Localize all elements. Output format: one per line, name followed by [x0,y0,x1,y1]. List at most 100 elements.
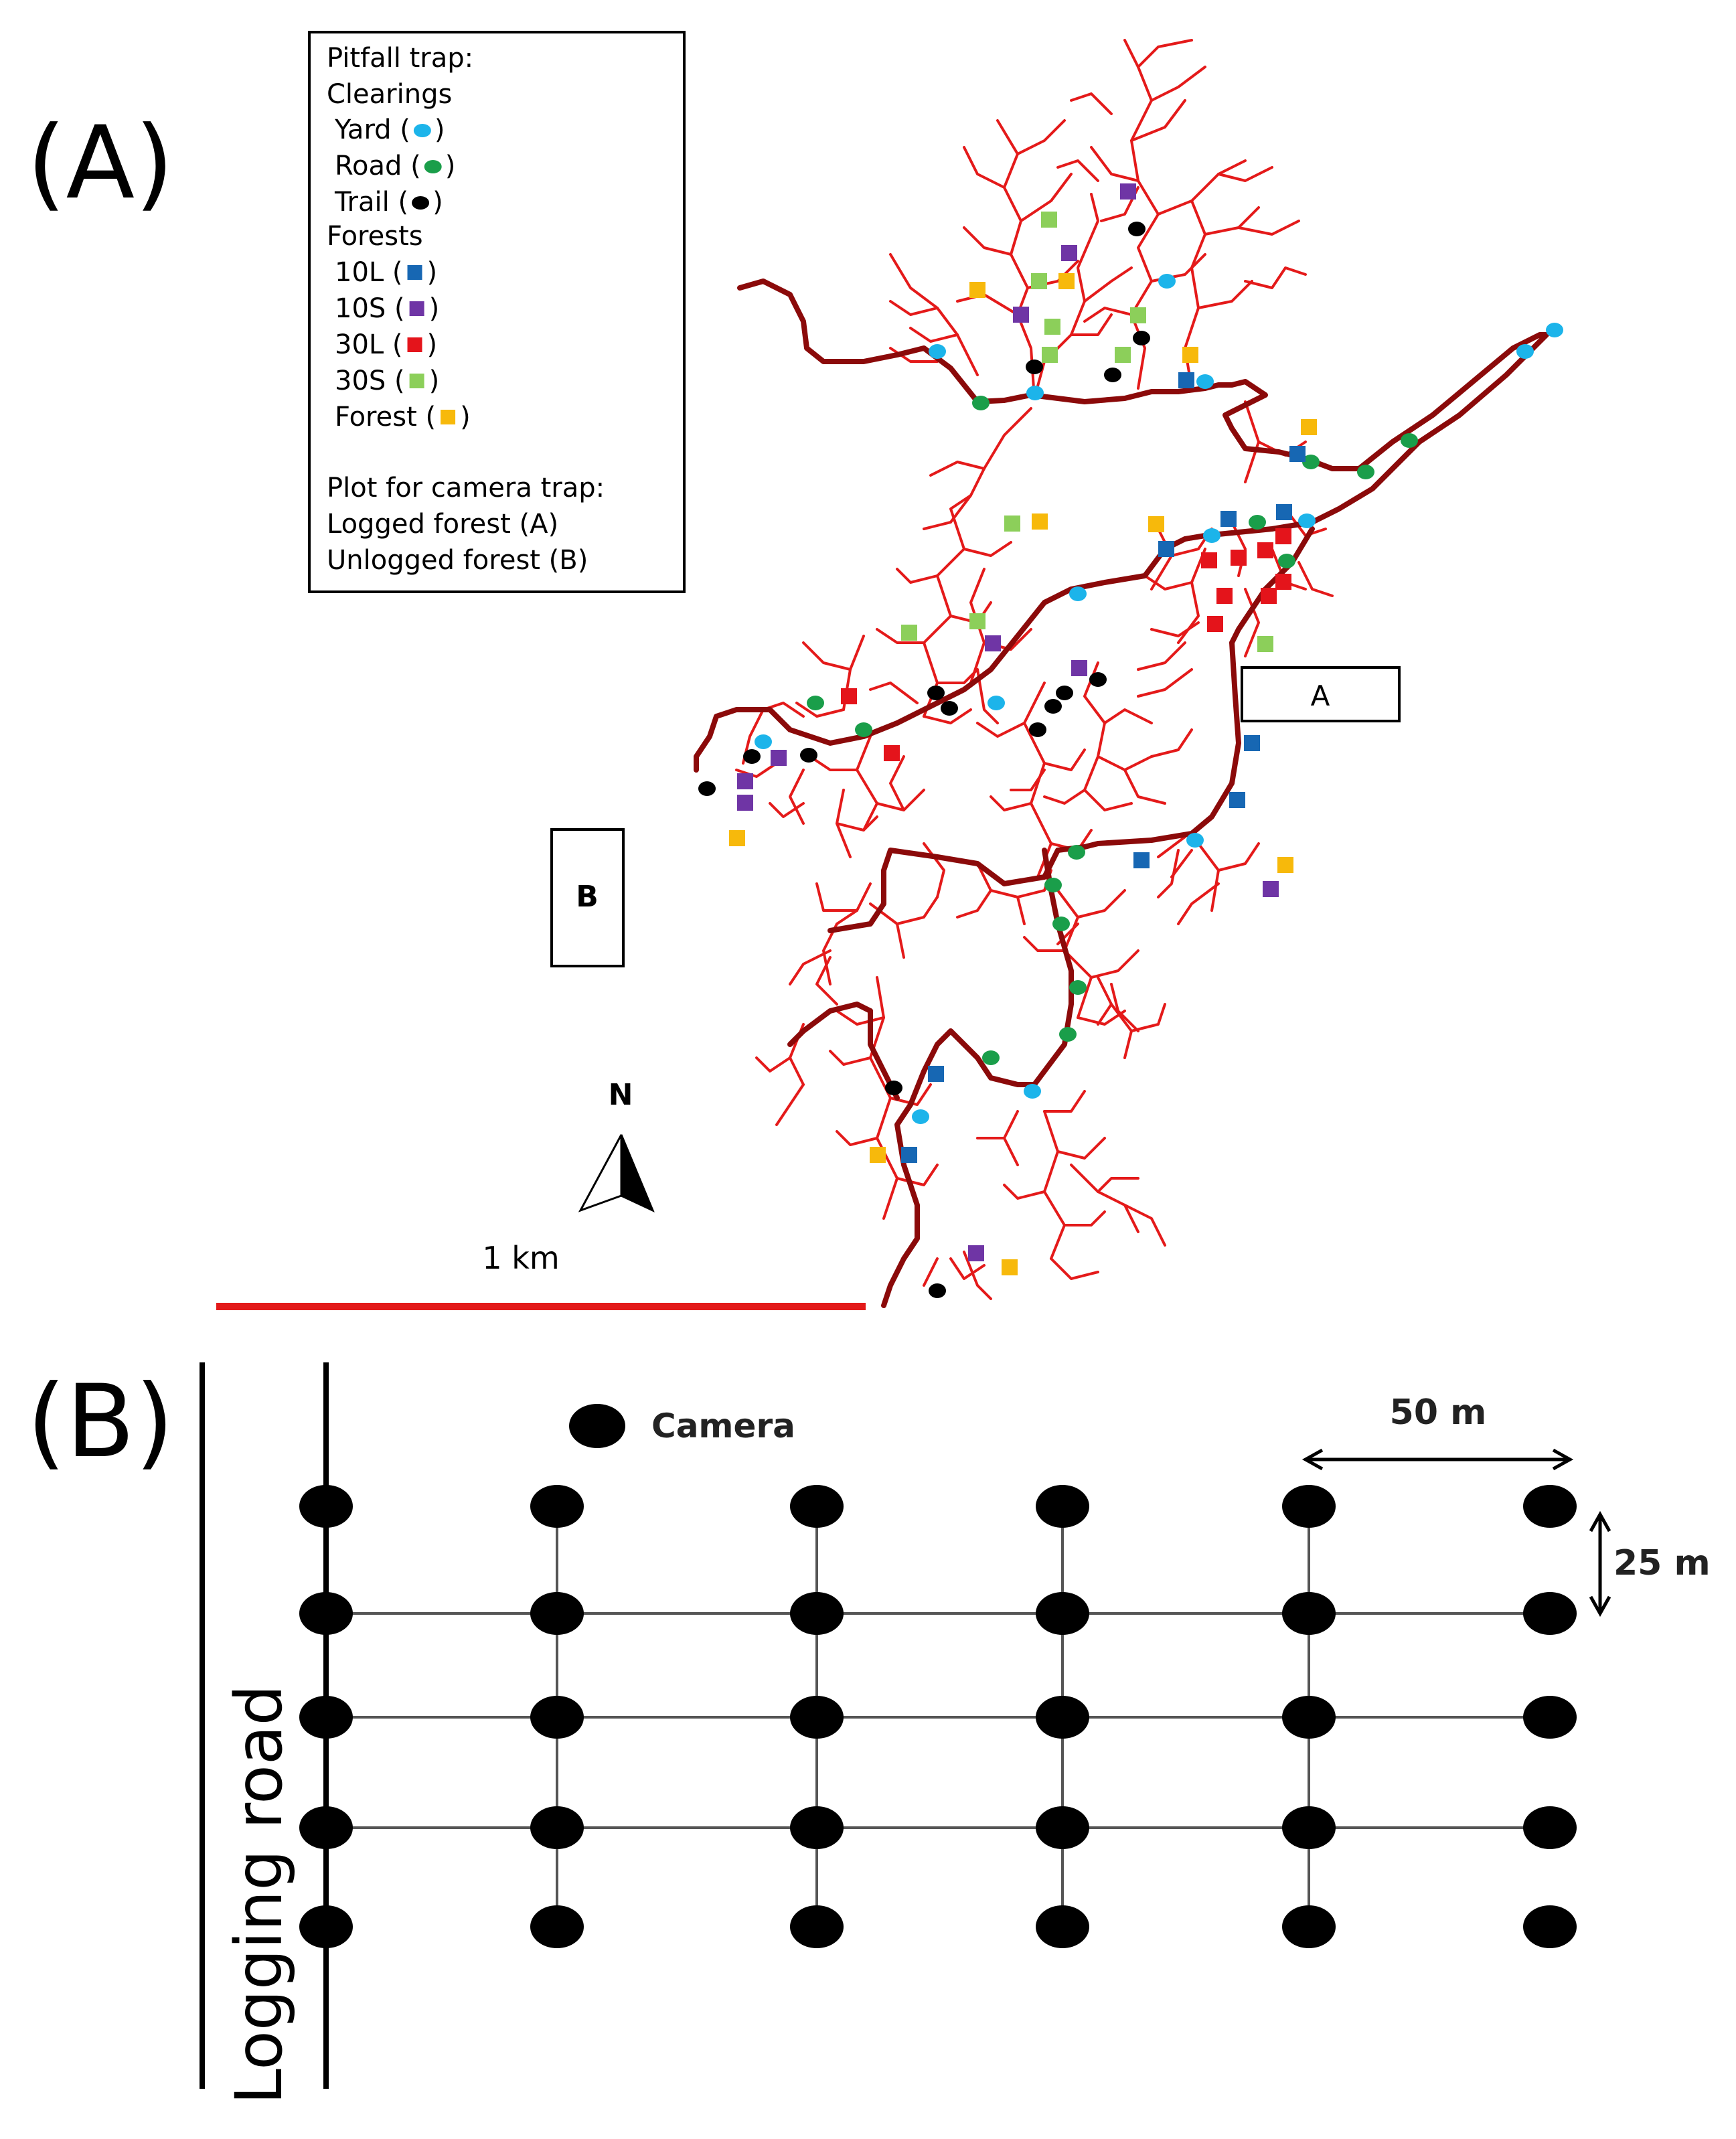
10l-trap [1220,511,1237,527]
forest-trails [735,39,1334,1300]
legend-item-label: Forest ( [335,402,436,432]
yard-trap [1516,344,1534,359]
camera-point [1282,1696,1336,1739]
camera-point [299,1696,353,1739]
camera-point [1523,1806,1577,1849]
plot-b-label: B [576,880,599,914]
camera-point [299,1806,353,1849]
road-trap [982,1050,1000,1065]
30l-trap [1201,552,1217,568]
legend-item-30l: 30L () [335,329,437,360]
forest-trap [1002,1259,1018,1275]
30s-trap [969,613,985,629]
legend-clearings-header: Clearings [327,79,452,110]
road-trap [1278,554,1295,568]
30l-trap [841,688,857,704]
legend-item-close: ) [429,293,440,324]
trail-trap [698,781,716,796]
10l-trap [1229,792,1245,808]
yard-trap [1158,274,1176,289]
30l-trap [1257,542,1273,558]
30s-trap [1044,319,1060,335]
camera-point [299,1485,353,1528]
legend-item-label: 10L ( [335,257,403,288]
road-trap [807,696,824,710]
30s-trap [901,625,917,641]
10l-trap [1289,446,1306,462]
camera-point [530,1806,584,1849]
trail-trap [1133,331,1150,345]
10s-trap [1013,307,1029,323]
legend-road-marker [424,160,442,173]
scale-bar: 1 km [216,1240,866,1310]
camera-point [1036,1485,1089,1528]
legend-item-close: ) [427,257,438,288]
trail-trap [800,748,817,763]
camera-point [1523,1905,1577,1948]
yard-trap [912,1109,929,1124]
forest-trap [969,282,985,298]
30s-trap [1130,307,1146,323]
legend-item-close: ) [435,114,445,145]
legend-camera-header: Plot for camera trap: [327,473,605,503]
trail-trap [1026,360,1043,374]
legend-logged: Logged forest (A) [327,509,558,540]
road-trap [1069,980,1087,995]
yard-trap [1546,323,1563,337]
30s-trap [1042,347,1058,363]
camera-point [299,1905,353,1948]
legend-forests-header: Forests [327,221,423,252]
dimension-25m-label: 25 m [1613,1543,1711,1583]
road-trap [1357,465,1374,479]
trail-trap [1104,368,1121,382]
camera-point [790,1485,844,1528]
trail-trap [927,686,945,700]
camera-point [1282,1485,1336,1528]
camera-point [530,1905,584,1948]
10s-trap [771,750,787,766]
camera-point [299,1592,353,1635]
10s-trap [985,635,1001,651]
yard-trap [988,696,1005,710]
yard-trap [1298,513,1316,528]
forest-trap [870,1147,886,1163]
scale-label: 1 km [482,1240,559,1276]
legend-unlogged: Unlogged forest (B) [327,545,588,576]
10l-trap [1178,372,1194,388]
dimension-50m: 50 m [1301,1393,1574,1471]
30l-trap [884,745,900,761]
camera-point [1282,1592,1336,1635]
10s-trap [1120,183,1136,200]
camera-point [530,1592,584,1635]
legend-30s-marker [409,374,424,388]
30s-trap [1115,347,1131,363]
camera-legend-label: Camera [651,1407,795,1445]
10l-trap [928,1066,944,1082]
trail-trap [929,1283,946,1298]
yard-trap [1203,528,1220,543]
camera-point [1523,1592,1577,1635]
legend-trail-marker [412,196,430,210]
legend-forest-marker [441,410,456,424]
trail-trap [885,1081,902,1095]
trap-markers [698,183,1563,1298]
30l-trap [1261,588,1277,604]
dimension-25m: 25 m [1589,1510,1711,1617]
legend-item-10l: 10L () [335,257,437,288]
camera-point [790,1806,844,1849]
yard-trap [1186,833,1204,848]
dimension-50m-label: 50 m [1390,1393,1487,1433]
legend-yard-marker [413,124,431,137]
10s-trap [737,773,753,789]
forest-trap [729,830,745,846]
camera-point [530,1696,584,1739]
10s-trap [1263,881,1279,897]
yard-trap [755,734,772,749]
legend-item-yard: Yard () [334,114,445,145]
north-label: N [609,1078,633,1112]
camera-point [1036,1696,1089,1739]
yard-trap [1024,1084,1041,1099]
camera-point [1523,1485,1577,1528]
camera-point [790,1592,844,1635]
